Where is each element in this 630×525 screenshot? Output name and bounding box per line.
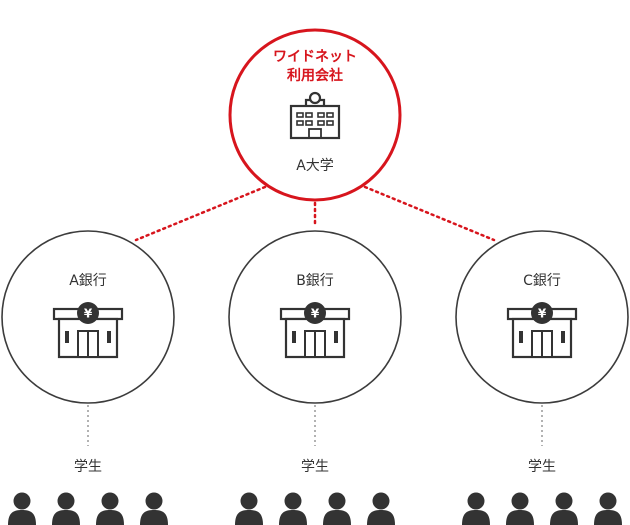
yen-symbol: ¥ — [84, 307, 93, 321]
bank-label: B銀行 — [296, 273, 334, 289]
student-group-a — [8, 492, 168, 525]
person-icon — [96, 492, 124, 525]
person-icon — [279, 492, 307, 525]
student-group-b — [235, 492, 395, 525]
student-label-c: 学生 — [528, 459, 556, 475]
yen-symbol: ¥ — [538, 307, 547, 321]
connector-lines — [134, 185, 496, 242]
yen-badge — [531, 302, 553, 324]
student-label-a: 学生 — [74, 459, 102, 475]
person-icon — [8, 492, 36, 525]
top-node-label: A大学 — [296, 158, 334, 174]
bank-building-icon: ¥ — [279, 302, 351, 359]
bank-node-c: C銀行 ¥ — [455, 230, 629, 404]
bank-label: C銀行 — [523, 273, 561, 289]
person-icon — [235, 492, 263, 525]
yen-symbol: ¥ — [311, 307, 320, 321]
person-icon — [367, 492, 395, 525]
top-node-title-line2: 利用会社 — [287, 67, 343, 84]
bank-node-b: B銀行 ¥ — [228, 230, 402, 404]
top-node-title-line1: ワイドネット — [273, 49, 357, 65]
person-icon — [594, 492, 622, 525]
person-icon — [323, 492, 351, 525]
person-icon — [462, 492, 490, 525]
bank-label: A銀行 — [69, 273, 107, 289]
connector-c — [363, 185, 496, 242]
connector-a — [134, 185, 267, 242]
student-connectors — [87, 405, 543, 446]
person-icon — [506, 492, 534, 525]
yen-badge — [77, 302, 99, 324]
person-icon — [550, 492, 578, 525]
person-icon — [140, 492, 168, 525]
bank-building-icon: ¥ — [52, 302, 124, 359]
student-group-c — [462, 492, 622, 525]
top-node: ワイドネット 利用会社 A大学 — [228, 28, 402, 202]
university-building-icon — [289, 91, 341, 140]
top-node-circle — [228, 28, 402, 202]
student-label-b: 学生 — [301, 459, 329, 475]
bank-building-icon: ¥ — [506, 302, 578, 359]
yen-badge — [304, 302, 326, 324]
bank-node-a: A銀行 ¥ — [1, 230, 175, 404]
person-icon — [52, 492, 80, 525]
